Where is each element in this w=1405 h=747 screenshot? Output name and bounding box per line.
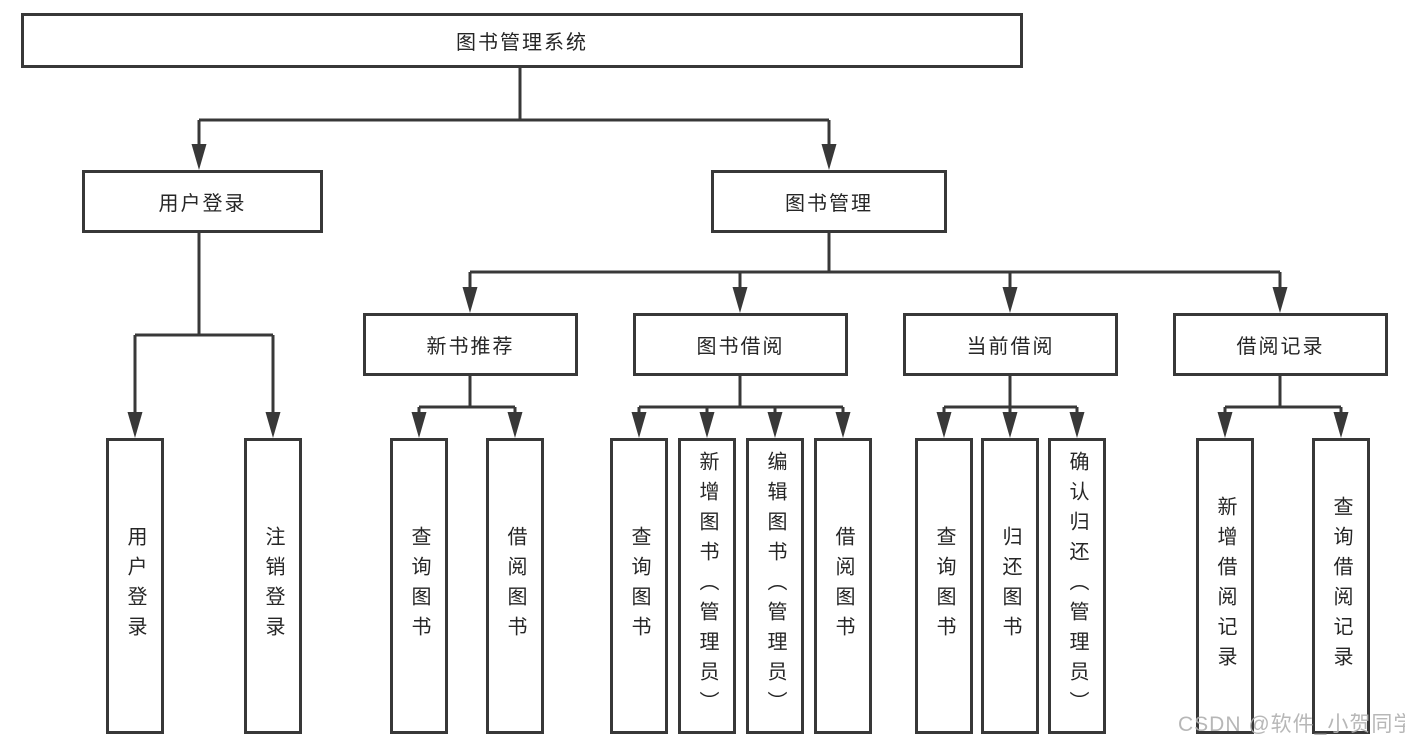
leaf-query-books-recommend: 查询图书 — [390, 438, 448, 734]
leaf-query-borrow-record: 查询借阅记录 — [1312, 438, 1370, 734]
node-root: 图书管理系统 — [21, 13, 1023, 68]
leaf-borrow-books-recommend: 借阅图书 — [486, 438, 544, 734]
watermark: CSDN @软件_小贺同学 — [1178, 713, 1405, 736]
node-user-login: 用户登录 — [82, 170, 323, 233]
leaf-borrow-books: 借阅图书 — [814, 438, 872, 734]
leaf-edit-books-admin: 编辑图书（管理员） — [746, 438, 804, 734]
node-borrowing-records: 借阅记录 — [1173, 313, 1388, 376]
node-current-borrowing: 当前借阅 — [903, 313, 1118, 376]
leaf-query-books-borrow: 查询图书 — [610, 438, 668, 734]
node-book-borrowing: 图书借阅 — [633, 313, 848, 376]
leaf-confirm-return-admin: 确认归还（管理员） — [1048, 438, 1106, 734]
node-book-management: 图书管理 — [711, 170, 947, 233]
arrowhead-icons — [127, 144, 1349, 438]
leaf-return-books: 归还图书 — [981, 438, 1039, 734]
leaf-add-borrow-record: 新增借阅记录 — [1196, 438, 1254, 734]
leaf-add-books-admin: 新增图书（管理员） — [678, 438, 736, 734]
leaf-query-books-current: 查询图书 — [915, 438, 973, 734]
leaf-logout-login: 注销登录 — [244, 438, 302, 734]
leaf-user-login: 用户登录 — [106, 438, 164, 734]
node-new-book-recommendation: 新书推荐 — [363, 313, 578, 376]
